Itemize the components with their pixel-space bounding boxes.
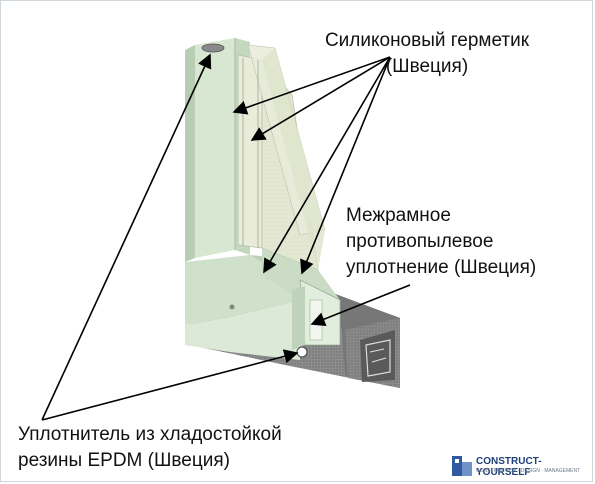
label-epdm-seal: Уплотнитель из хладостойкой резины EPDM …	[18, 422, 282, 474]
arrow-sealant-4	[300, 56, 391, 275]
arrow-epdm-2	[41, 349, 299, 421]
label-dust-seal: Межрамное противопылевое уплотнение (Шве…	[346, 203, 536, 281]
arrow-dust-seal	[310, 284, 411, 326]
watermark-logo: CONSTRUCT-YOURSELF CONSTRUCTION · DESIGN…	[448, 453, 588, 479]
arrow-sealant-3	[263, 56, 391, 274]
label-dust-seal-line3: уплотнение (Швеция)	[346, 257, 537, 278]
watermark-brand: CONSTRUCT-YOURSELF	[476, 456, 542, 478]
label-silicone-sealant: Силиконовый герметик (Швеция)	[296, 28, 558, 80]
label-epdm-seal-line1: Уплотнитель из хладостойкой	[18, 424, 282, 445]
label-silicone-sealant-line2: (Швеция)	[385, 56, 469, 77]
arrows	[41, 53, 411, 421]
brand-logo-icon	[452, 456, 472, 476]
label-dust-seal-line2: противопылевое	[346, 231, 494, 252]
label-dust-seal-line1: Межрамное	[346, 205, 451, 226]
watermark-tagline: CONSTRUCTION · DESIGN · MANAGEMENT	[476, 468, 581, 474]
label-silicone-sealant-line1: Силиконовый герметик	[324, 30, 530, 51]
arrow-epdm-1	[41, 53, 212, 421]
glass-unit	[237, 44, 326, 271]
arrow-sealant-2	[250, 56, 391, 141]
label-epdm-seal-line2: резины EPDM (Швеция)	[18, 450, 230, 471]
arrow-sealant-1	[232, 56, 391, 115]
